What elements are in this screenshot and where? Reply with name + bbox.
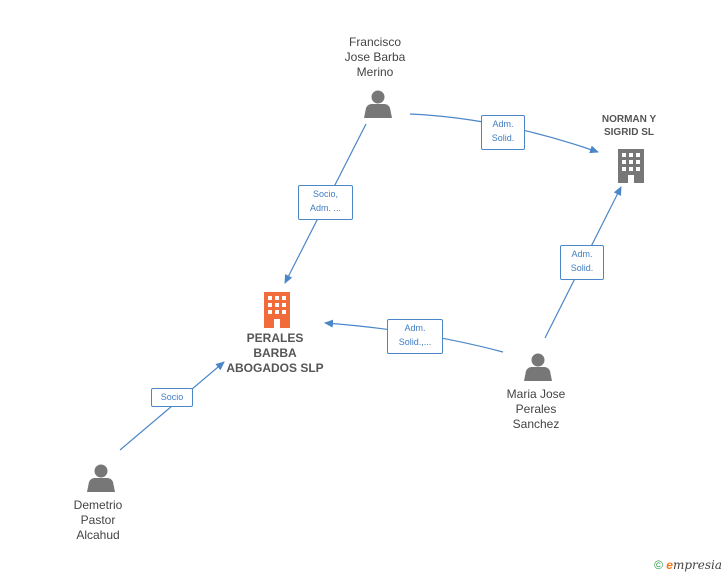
- person-icon[interactable]: [363, 89, 393, 119]
- node-label-line: PERALES: [246, 331, 304, 345]
- footer-brand: © empresia: [654, 558, 722, 572]
- edge-label-line: Socio,: [312, 189, 338, 199]
- node-label-perales: PERALES BARBA ABOGADOS SLP: [205, 331, 345, 376]
- node-label-line: Sanchez: [512, 417, 560, 431]
- node-label-line: ABOGADOS SLP: [226, 361, 324, 375]
- node-label-line: Alcahud: [76, 528, 120, 542]
- edge-label-line: Adm.: [571, 249, 593, 259]
- node-label-line: Pastor: [80, 513, 116, 527]
- edge-label-line: Solid.: [570, 263, 594, 273]
- person-icon[interactable]: [523, 352, 553, 382]
- node-label-line: Merino: [356, 65, 394, 79]
- edge-label-line: Solid.: [491, 133, 515, 143]
- node-label-line: NORMAN Y: [601, 114, 657, 125]
- edge-label-maria-perales: Adm. Solid.,...: [387, 319, 443, 354]
- copyright-icon: ©: [654, 558, 663, 572]
- edge-label-line: Adm.: [492, 119, 514, 129]
- edge-label-line: Solid.,...: [398, 337, 432, 347]
- node-label-norman: NORMAN Y SIGRID SL: [574, 113, 684, 139]
- brand-logo-text: mpresia: [672, 558, 722, 572]
- node-label-line: Demetrio: [73, 498, 123, 512]
- node-label-line: Francisco: [348, 35, 401, 49]
- building-icon[interactable]: [615, 149, 647, 183]
- brand-logo-e: e: [666, 558, 673, 572]
- person-icon[interactable]: [86, 463, 116, 493]
- edge-label-maria-norman: Adm. Solid.: [560, 245, 604, 280]
- node-label-maria: Maria Jose Perales Sanchez: [481, 387, 591, 432]
- edge-label-demetrio-perales: Socio: [151, 388, 193, 407]
- node-label-line: Jose Barba: [344, 50, 406, 64]
- node-label-line: Maria Jose: [506, 387, 566, 401]
- node-label-line: BARBA: [253, 346, 297, 360]
- edge-label-francisco-norman: Adm. Solid.: [481, 115, 525, 150]
- node-label-line: SIGRID SL: [603, 127, 654, 138]
- node-label-demetrio: Demetrio Pastor Alcahud: [43, 498, 153, 543]
- node-label-line: Perales: [515, 402, 557, 416]
- edge-label-line: Adm.: [404, 323, 426, 333]
- building-icon-main[interactable]: [261, 292, 293, 328]
- edge-label-line: Adm. ...: [309, 203, 341, 213]
- edge-label-francisco-perales: Socio, Adm. ...: [298, 185, 353, 220]
- node-label-francisco: Francisco Jose Barba Merino: [320, 35, 430, 80]
- edge-label-line: Socio: [160, 392, 184, 402]
